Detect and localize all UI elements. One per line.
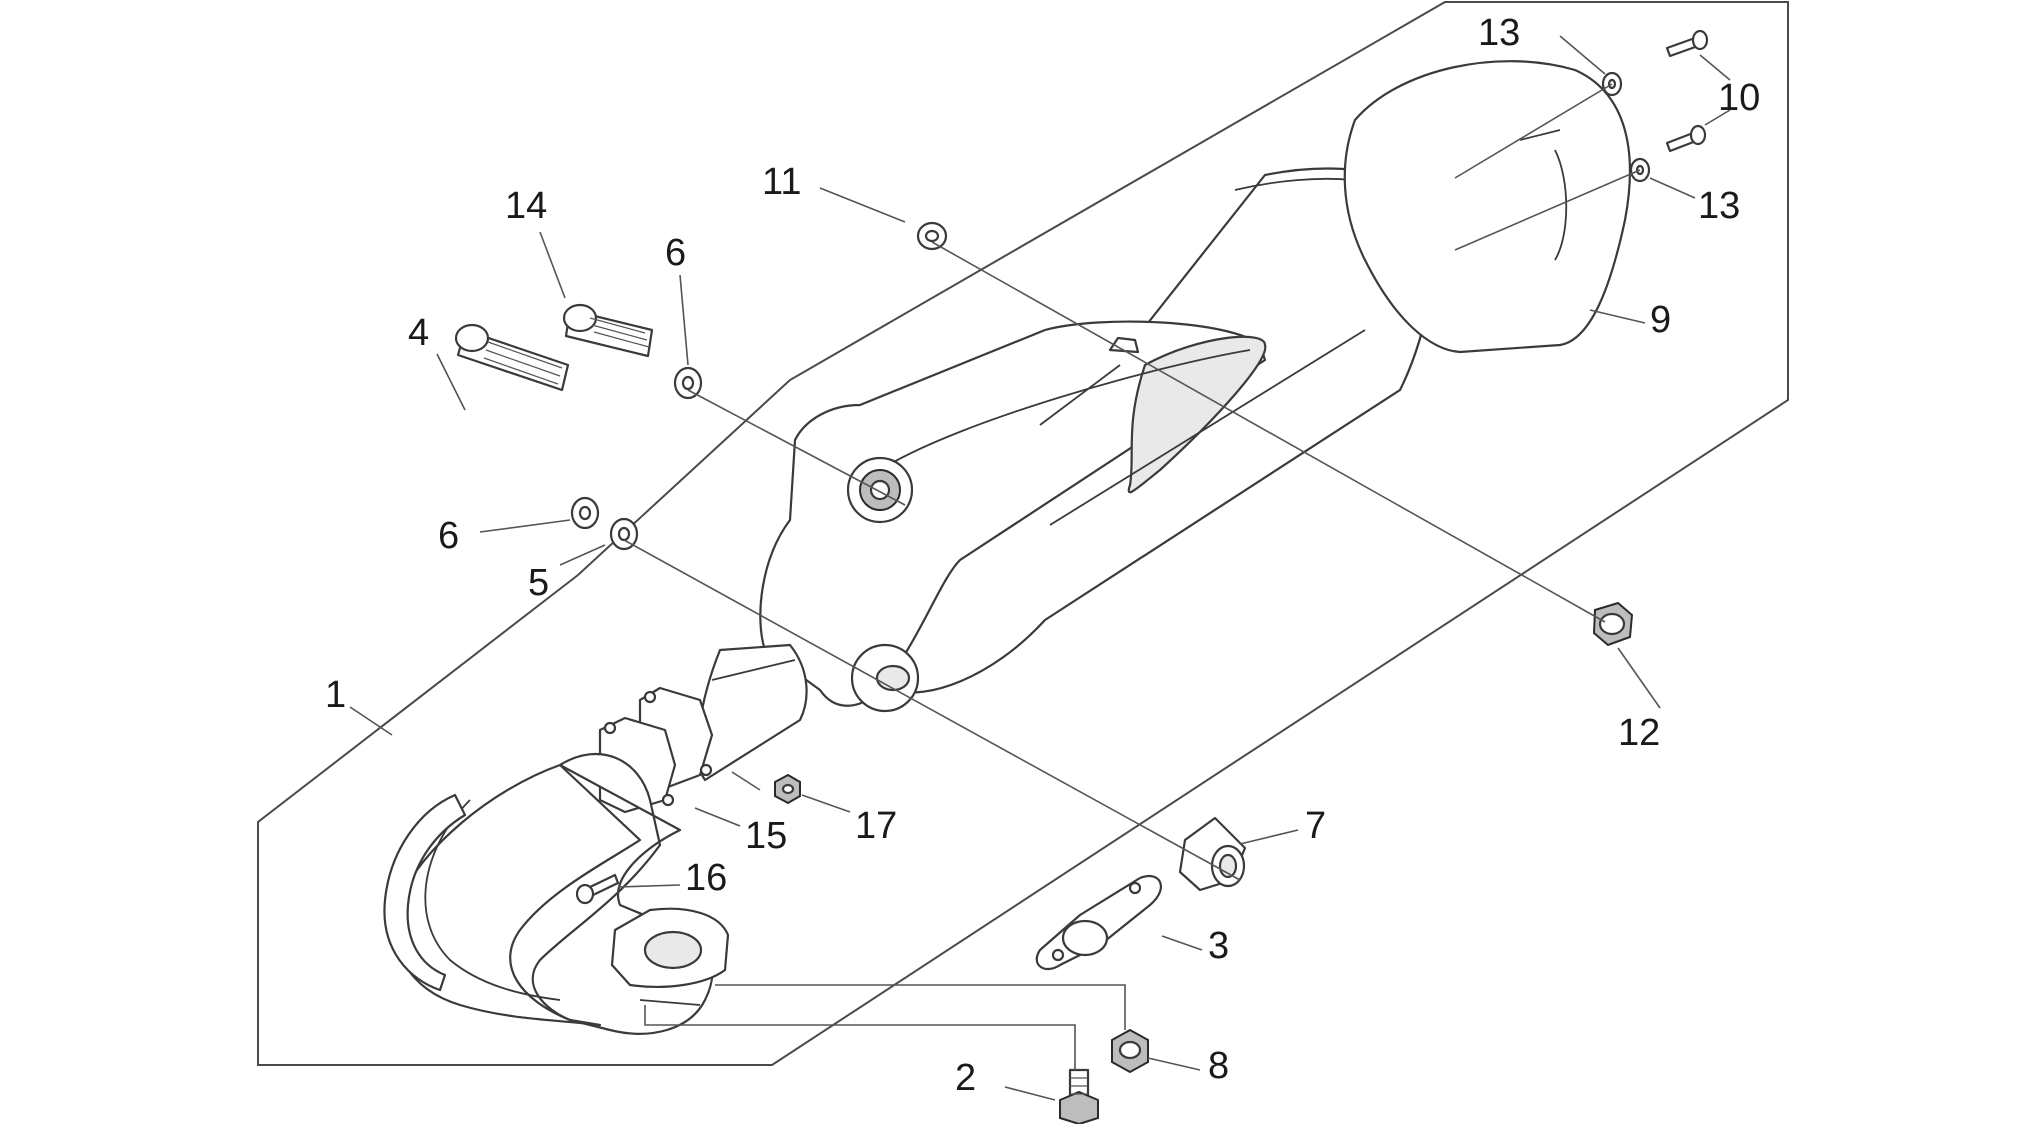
callout-14: 14 xyxy=(505,185,547,227)
callout-labels: 1 2 3 4 5 6 6 7 8 9 10 11 12 13 13 14 15… xyxy=(325,12,1760,1099)
bolt-4 xyxy=(454,323,570,392)
callout-9: 9 xyxy=(1650,299,1671,341)
callout-4: 4 xyxy=(408,312,429,354)
callout-13-lower: 13 xyxy=(1698,185,1740,227)
bolt-2 xyxy=(1059,1068,1099,1124)
screw-16 xyxy=(575,873,620,905)
leader-lines xyxy=(349,35,1731,1101)
assembly-frame xyxy=(257,1,1789,1066)
callout-17: 17 xyxy=(855,805,897,847)
callout-15: 15 xyxy=(745,815,787,857)
callout-10: 10 xyxy=(1718,77,1760,119)
nut-8 xyxy=(1111,1028,1149,1074)
washer-6-lower xyxy=(570,496,600,530)
callout-3: 3 xyxy=(1208,925,1229,967)
callout-2: 2 xyxy=(955,1057,976,1099)
callout-13-upper: 13 xyxy=(1478,12,1520,54)
callout-16: 16 xyxy=(685,857,727,899)
washer-6-upper xyxy=(673,366,703,400)
bolt-14 xyxy=(562,303,654,358)
callout-7: 7 xyxy=(1305,805,1326,847)
callout-6-lower: 6 xyxy=(438,515,459,557)
callout-11: 11 xyxy=(762,161,801,203)
callout-5: 5 xyxy=(528,562,549,604)
exhaust-header-pipe xyxy=(383,643,808,1035)
callout-1: 1 xyxy=(325,674,346,716)
spacer-7 xyxy=(1178,816,1247,892)
callout-6-upper: 6 xyxy=(665,232,686,274)
callout-8: 8 xyxy=(1208,1045,1229,1087)
washer-5 xyxy=(609,517,639,551)
gasket-3 xyxy=(1035,875,1162,971)
nut-17 xyxy=(774,773,801,805)
washer-11 xyxy=(916,221,948,251)
screw-10-upper xyxy=(1665,29,1709,58)
nut-12 xyxy=(1592,601,1634,647)
screw-10-lower xyxy=(1665,124,1707,153)
callout-12: 12 xyxy=(1618,712,1660,754)
muffler-end-cap xyxy=(1343,60,1632,354)
